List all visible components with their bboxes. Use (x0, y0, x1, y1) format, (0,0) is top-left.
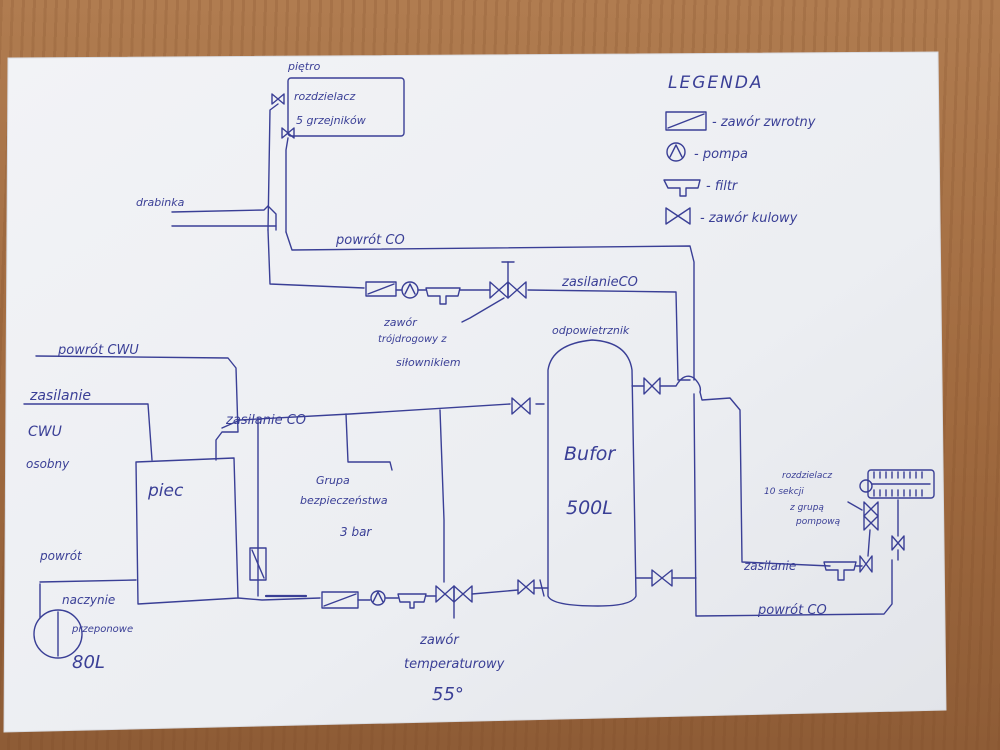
pipe-supply-co-top (267, 229, 365, 289)
right-manifold (867, 469, 935, 499)
label-right-manifold: 10 sekcji (764, 487, 804, 497)
ball-valve-icon (511, 397, 531, 415)
label-pietro: piętro (287, 60, 321, 73)
filter-icon (823, 561, 857, 581)
pipe (171, 205, 269, 213)
pump-icon (370, 590, 386, 606)
pipe-return-co-top (285, 231, 695, 381)
label-expansion-vessel: naczynie (62, 593, 115, 607)
three-way-valve-icon (489, 261, 527, 299)
ball-valve-icon (891, 535, 905, 551)
pipe (659, 375, 702, 393)
label-supply-cwu: osobny (26, 457, 70, 471)
ball-valve-icon (517, 579, 535, 595)
label-expansion-vessel: przeponowe (71, 624, 133, 635)
pipe (693, 393, 893, 617)
legend-item-label: - zawór zwrotny (712, 115, 816, 130)
label-return-left: powrót (39, 549, 83, 563)
ball-valve-icon (643, 377, 661, 395)
label-upper-distributor: 5 grzejników (296, 114, 366, 127)
label-supply-right: zasilanie (743, 559, 796, 573)
label-return-co-top: powrót CO (335, 233, 405, 248)
label-drabinka: drabinka (136, 196, 185, 209)
filter-icon (663, 179, 701, 197)
buffer-tank (547, 339, 637, 607)
ball-valve-icon (859, 555, 873, 573)
pipe-supply-co-mid (221, 403, 511, 429)
label-three-way-valve: siłownikiem (396, 356, 461, 369)
pipe-supply-co-top (527, 289, 691, 381)
legend-item-label: - filtr (706, 179, 739, 194)
pipe (285, 137, 289, 233)
label-three-way-valve: trójdrogowy z (378, 333, 447, 345)
label-return-cwu: powrót CWU (57, 343, 139, 358)
label-boiler: piec (147, 481, 184, 501)
label-supply-cwu: zasilanie (29, 388, 91, 404)
pump-icon (666, 142, 686, 162)
label-three-way-valve: zawór (383, 316, 418, 329)
pipe (471, 589, 519, 595)
pipe (39, 579, 137, 583)
filter-icon (425, 287, 461, 305)
pipe (539, 579, 545, 597)
ball-valve-icon (271, 93, 285, 105)
legend-item-label: - pompa (694, 147, 748, 162)
pipe (699, 391, 831, 567)
label-supply-co-mid: zasilanie CO (225, 413, 306, 428)
check-valve-icon (665, 111, 707, 131)
mixing-valve-icon (863, 501, 879, 531)
pipe (345, 413, 393, 471)
pump-icon (859, 479, 873, 493)
ball-valve-icon (281, 127, 295, 139)
label-temperature-valve: 55° (432, 684, 464, 705)
pipe (439, 409, 445, 583)
pipe (847, 501, 863, 511)
legend-title: LEGENDA (668, 73, 764, 93)
ball-valve-icon (665, 207, 691, 225)
pipe-return-bottom (237, 597, 321, 601)
label-buffer-tank: 500L (566, 497, 613, 519)
label-right-manifold: rozdzielacz (782, 471, 832, 481)
label-safety-group: bezpieczeństwa (300, 494, 388, 507)
legend-item-label: - zawór kulowy (700, 211, 798, 226)
paper-sheet (3, 51, 947, 733)
label-right-manifold: z grupą (789, 503, 824, 513)
label-safety-group: 3 bar (340, 525, 372, 539)
check-valve-icon (365, 281, 397, 297)
ball-valve-icon (651, 569, 673, 587)
label-expansion-vessel: 80L (72, 652, 105, 673)
label-buffer-tank: Bufor (564, 443, 616, 465)
temperature-valve-icon (435, 585, 473, 619)
label-supply-co-top: zasilanieCO (561, 275, 638, 290)
label-upper-distributor: rozdzielacz (294, 90, 355, 103)
pipe (867, 529, 871, 557)
pipe-return-cwu (35, 355, 239, 461)
label-right-manifold: pompową (795, 517, 840, 527)
upper-distributor-box (287, 77, 405, 137)
pipe (267, 103, 279, 231)
label-air-vent: odpowietrznik (552, 324, 630, 337)
pipe (267, 205, 277, 231)
label-supply-cwu: CWU (28, 424, 62, 440)
check-valve-icon (249, 547, 267, 581)
label-safety-group: Grupa (316, 474, 350, 487)
pipe (461, 297, 505, 323)
label-temperature-valve: zawór (419, 633, 460, 648)
pipe-supply-cwu (23, 403, 153, 461)
label-temperature-valve: temperaturowy (404, 657, 505, 672)
filter-icon (397, 593, 427, 609)
label-return-co-bottom: powrót CO (757, 603, 827, 618)
expansion-vessel-icon (33, 609, 83, 659)
